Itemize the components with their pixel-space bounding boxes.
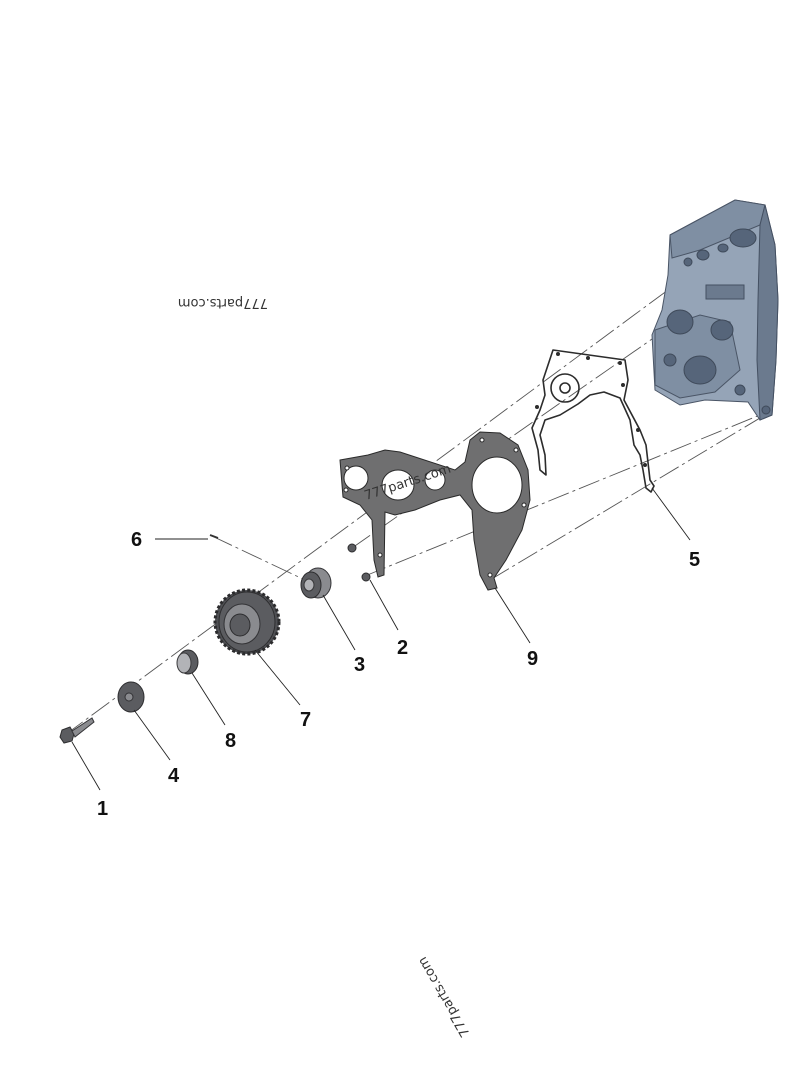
part-5-rear-gasket [531,349,655,493]
callout-8: 8 [225,730,236,752]
watermark-bottom: 777parts.com [415,954,473,1040]
engine-block [651,199,779,421]
part-3-gear-hub [300,567,332,599]
part-8-bushing [176,649,199,675]
watermark-top-left: 777parts.com [178,295,268,310]
callout-2: 2 [397,637,408,659]
callout-7: 7 [300,709,311,731]
callout-5: 5 [689,549,700,571]
callout-4: 4 [168,765,180,787]
watermarks: 777parts.com 777parts.com 777parts.com [178,295,474,1040]
callout-labels: 1 2 3 4 5 6 7 8 9 [97,529,700,820]
callout-9: 9 [527,648,538,670]
callout-1: 1 [97,798,108,820]
part-1-bolt [59,717,95,744]
part-2-dowel-pins [347,543,371,582]
part-4-thrust-washer [117,681,145,713]
part-7-idler-gear [213,588,281,656]
callout-3: 3 [354,654,365,676]
callout-6: 6 [131,529,142,551]
leader-lines [71,487,691,791]
part-6-pin [209,534,219,539]
part-9-front-gasket [339,431,531,591]
